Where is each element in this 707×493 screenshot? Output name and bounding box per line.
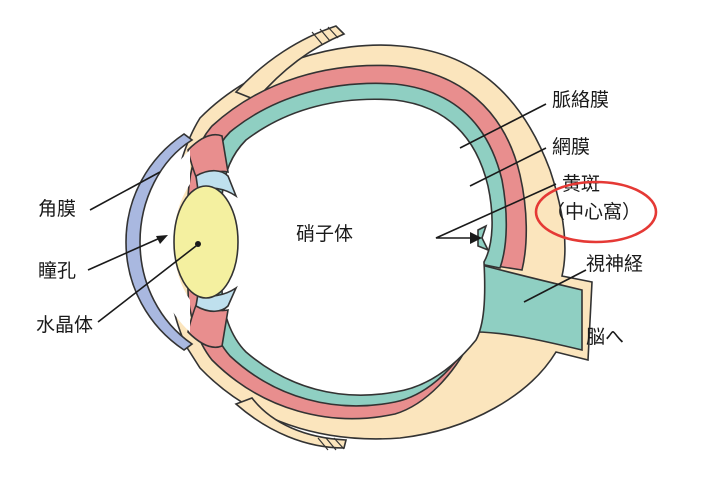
sclera-top-fibers <box>311 26 339 45</box>
label-optic-nerve: 視神経 <box>586 253 643 275</box>
leader-optic-nerve <box>523 269 587 303</box>
leader-choroid <box>459 103 547 149</box>
label-to-brain: 脳へ <box>586 326 624 348</box>
leader-macula <box>435 183 557 239</box>
leader-lens <box>97 245 197 323</box>
label-fovea: （中心窩） <box>546 201 641 223</box>
label-pupil: 瞳孔 <box>38 260 76 282</box>
sclera-top-tail <box>234 25 346 101</box>
leader-retina <box>469 147 547 187</box>
vitreous-body <box>221 98 493 396</box>
sclera-bottom-tail <box>234 397 348 449</box>
cornea <box>125 133 194 351</box>
sclera-bottom-fibers <box>317 437 345 451</box>
leader-cornea <box>89 171 161 211</box>
label-vitreous: 硝子体 <box>296 223 353 245</box>
fovea-highlight-circle <box>534 180 658 244</box>
label-choroid: 脈絡膜 <box>552 89 609 111</box>
label-retina: 網膜 <box>552 136 590 158</box>
anterior-chamber <box>154 150 190 332</box>
leader-pupil <box>87 237 161 271</box>
label-lens: 水晶体 <box>36 314 93 336</box>
fovea-notch <box>477 224 490 252</box>
lens <box>173 185 239 299</box>
leader-macula-arrow <box>470 232 482 244</box>
leader-pupil-arrow <box>156 235 168 244</box>
lens-center-dot <box>195 241 201 247</box>
label-cornea: 角膜 <box>38 198 76 220</box>
